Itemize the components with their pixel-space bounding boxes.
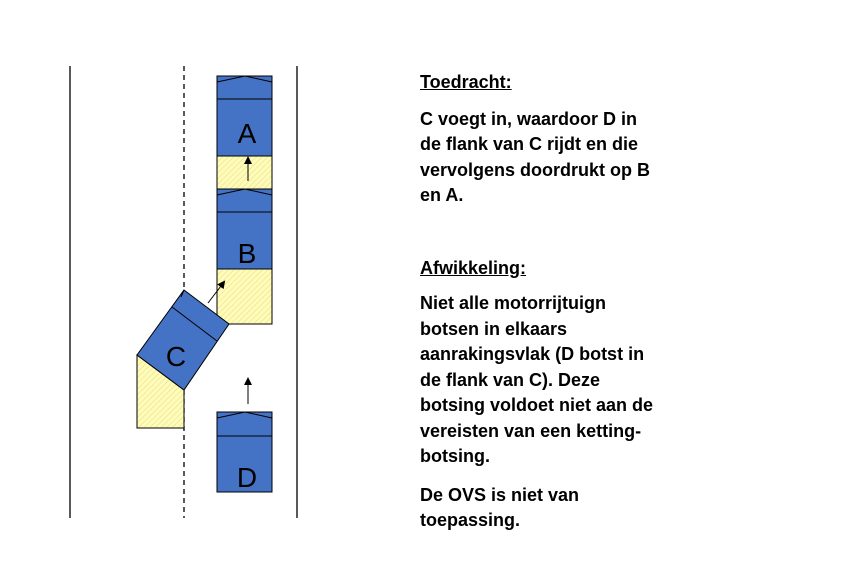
arrow-c-diagonal — [207, 280, 226, 304]
toedracht-line: C voegt in, waardoor D in — [420, 108, 638, 129]
toedracht-line: vervolgens doordrukt op B — [420, 159, 651, 180]
explanation-panel: Toedracht: C voegt in, waardoor D in de … — [420, 70, 750, 534]
car-b-crumple-zone — [216, 268, 273, 325]
car-d: D — [216, 411, 273, 493]
car-d-label: D — [237, 462, 257, 493]
toedracht-line: en A. — [420, 185, 464, 205]
afwikkeling-line: aanrakingsvlak (D botst in — [420, 344, 645, 364]
afwikkeling-line: botsen in elkaars — [420, 318, 568, 339]
conclusion-text: De OVS is niet van toepassing. — [420, 483, 750, 534]
afwikkeling-line: de flank van C). Deze — [420, 369, 601, 390]
conclusion-line: toepassing. — [420, 510, 521, 530]
afwikkeling-line: Niet alle motorrijtuign — [420, 293, 607, 313]
afwikkeling-line: botsing. — [420, 446, 490, 466]
afwikkeling-line: vereisten van een ketting- — [420, 420, 642, 441]
afwikkeling-heading: Afwikkeling: — [420, 257, 527, 278]
car-b: B — [216, 188, 273, 325]
toedracht-heading: Toedracht: — [420, 72, 512, 92]
afwikkeling-text: Niet alle motorrijtuign botsen in elkaar… — [420, 291, 750, 470]
car-c: C — [136, 289, 230, 429]
toedracht-text: C voegt in, waardoor D in de flank van C… — [420, 107, 750, 209]
car-a: A — [216, 75, 273, 190]
car-c-label: C — [166, 341, 186, 372]
car-a-crumple-zone — [216, 155, 273, 190]
car-a-label: A — [238, 118, 257, 149]
car-b-label: B — [238, 238, 257, 269]
afwikkeling-line: botsing voldoet niet aan de — [420, 395, 654, 415]
toedracht-line: de flank van C rijdt en die — [420, 134, 639, 154]
conclusion-line: De OVS is niet van — [420, 484, 580, 505]
